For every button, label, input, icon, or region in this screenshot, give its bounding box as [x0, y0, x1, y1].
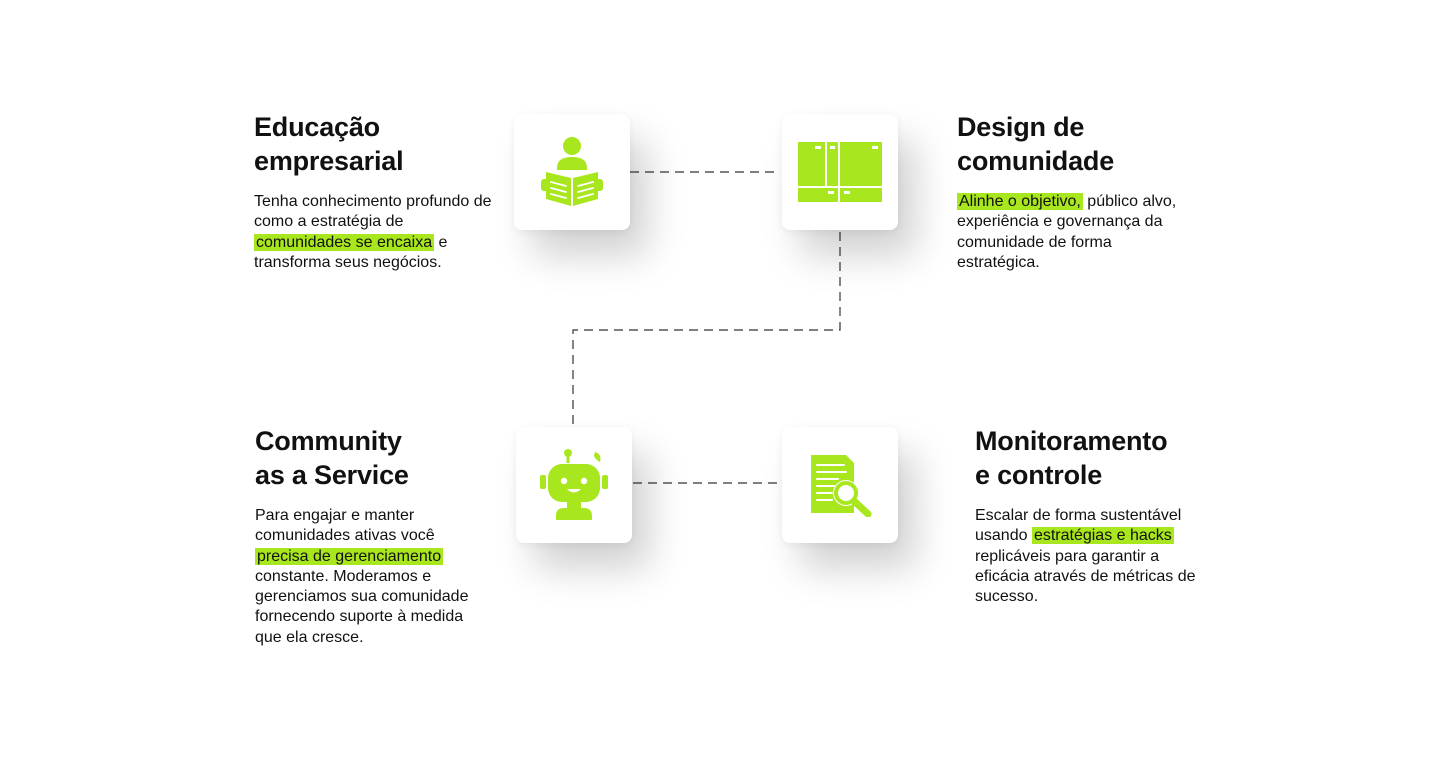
block-educacao: Educação empresarial Tenha conhecimento … [254, 110, 494, 273]
highlight: Alinhe o objetivo, [957, 193, 1083, 210]
robot-icon [540, 449, 608, 520]
block-title: Educação empresarial [254, 112, 404, 176]
block-caas: Community as a Service Para engajar e ma… [255, 424, 480, 648]
block-title: Community as a Service [255, 426, 409, 490]
highlight: estratégias e hacks [1031, 527, 1174, 545]
block-description: Alinhe o objetivo, público alvo, experiê… [957, 193, 1177, 271]
highlight: precisa de gerenciamento [255, 547, 444, 565]
block-description: Tenha conhecimento profundo de como a es… [254, 193, 492, 271]
modular-blocks-icon [798, 142, 882, 202]
block-description: Escalar de forma sustentável usando estr… [975, 507, 1196, 606]
tile-educacao [514, 114, 630, 230]
tile-monitoramento [782, 427, 898, 543]
block-title: Design de comunidade [957, 112, 1115, 176]
document-search-icon [811, 455, 872, 517]
block-monitoramento: Monitoramento e controle Escalar de form… [975, 424, 1200, 607]
block-design: Design de comunidade Alinhe o objetivo, … [957, 110, 1197, 273]
tile-caas [516, 427, 632, 543]
connector-design-caas [572, 232, 841, 427]
reader-book-icon [541, 137, 603, 206]
tile-design [782, 114, 898, 230]
block-title: Monitoramento e controle [975, 426, 1168, 490]
highlight: comunidades se encaixa [254, 233, 435, 251]
block-description: Para engajar e manter comunidades ativas… [255, 507, 469, 646]
